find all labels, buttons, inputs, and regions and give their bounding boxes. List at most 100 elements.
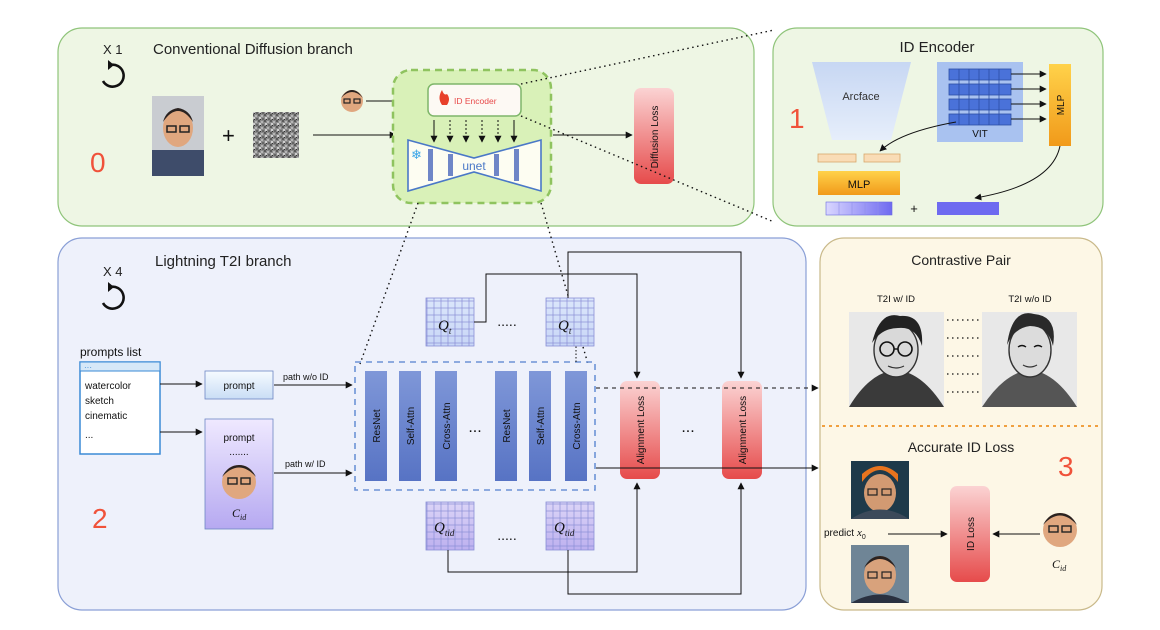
id-loss-label: ID Loss — [966, 517, 977, 551]
noise-image — [253, 112, 299, 158]
q-t-dots: ..... — [497, 313, 516, 329]
zoom-line — [359, 202, 419, 365]
cid-face-right — [1043, 513, 1077, 547]
predicted-image-bottom — [851, 545, 909, 603]
self-attn-block — [529, 371, 551, 481]
block-label: Self-Attn — [536, 407, 547, 445]
q-tid-symbol: Q — [434, 520, 445, 536]
cid-face — [222, 465, 256, 499]
mlp-side-block — [1049, 64, 1071, 146]
vit-to-mlp-arrows — [1011, 70, 1047, 123]
face-photo-input — [152, 96, 204, 176]
t2i-with-id-image — [849, 312, 944, 407]
branch2-title: Lightning T2I branch — [155, 253, 292, 270]
q-t-sub: t — [569, 326, 572, 336]
svg-text:Qt: Qt — [438, 318, 452, 336]
branch3-number: 3 — [1058, 451, 1074, 482]
snowflake-icon: ❄ — [411, 147, 422, 162]
accurate-id-loss-title: Accurate ID Loss — [908, 439, 1015, 455]
arcface-token — [817, 153, 857, 163]
output-token-right — [937, 202, 999, 215]
diffusion-loss-box — [634, 88, 674, 184]
block-label: Self-Attn — [406, 407, 417, 445]
cid-symbol: Cid — [232, 506, 247, 522]
id-encoder-label: ID Encoder — [454, 96, 497, 106]
mlp-bottom-block — [818, 171, 900, 195]
encoder-down-arrows — [430, 120, 518, 143]
output-token-left — [825, 201, 893, 216]
x0-sub: 0 — [862, 534, 866, 541]
path-w-id-label: path w/ ID — [285, 459, 326, 469]
alignment-loss-label: Alignment Loss — [636, 396, 647, 464]
q-tid-matrix-right: Qtid — [545, 501, 595, 551]
repeat-x1: X 1 — [103, 42, 123, 57]
zoom-line — [520, 29, 775, 85]
resnet-block — [365, 371, 387, 481]
vit-label: VIT — [972, 129, 988, 140]
mlp-side-label: MLP — [1056, 94, 1067, 115]
mlp-bottom-label: MLP — [848, 179, 871, 191]
cid-right-sub: id — [1060, 564, 1067, 573]
q-t-matrix-left: Qt — [425, 297, 475, 347]
branch0-title: Conventional Diffusion branch — [153, 41, 353, 58]
prompt-item: ... — [85, 430, 93, 441]
alignment-loss-label: Alignment Loss — [738, 396, 749, 464]
q-t-symbol: Q — [558, 318, 569, 334]
cid-right-letter: C — [1052, 557, 1061, 571]
q-t-sub: t — [449, 326, 452, 336]
id-encoder-box — [427, 83, 522, 117]
small-face-icon — [341, 90, 363, 112]
prompts-list-titlebar — [79, 361, 161, 372]
cid-dots: ....... — [229, 447, 248, 458]
x0-symbol: x — [856, 527, 862, 539]
unet-layer — [428, 149, 433, 181]
branch2-number: 2 — [92, 503, 108, 534]
network-container — [354, 361, 596, 491]
svg-text:Qtid: Qtid — [434, 520, 455, 538]
alignment-loss-box — [620, 381, 660, 479]
contrastive-title: Contrastive Pair — [911, 252, 1011, 268]
cid-symbol-letter: C — [232, 506, 241, 520]
id-encoder-title: ID Encoder — [899, 39, 974, 56]
branch0-number: 0 — [90, 147, 106, 178]
resnet-block — [495, 371, 517, 481]
vit-token — [863, 153, 901, 163]
t2i-without-id-image — [982, 312, 1077, 407]
contrastive-dotted-links — [947, 319, 980, 393]
diffusion-loss-label: Diffusion Loss — [650, 106, 661, 169]
t2i-with-id-label: T2I w/ ID — [877, 294, 915, 305]
unet-layer — [448, 154, 453, 176]
block-label: ResNet — [502, 409, 513, 443]
predicted-image-top — [851, 461, 909, 519]
q-t-matrix-right: Qt — [545, 297, 595, 347]
arcface-block — [812, 62, 911, 140]
refresh-icon — [101, 60, 125, 88]
plus-sign: + — [222, 123, 235, 148]
id-encoder-plus: + — [910, 201, 918, 216]
mlp-to-token-arrow — [974, 145, 1061, 201]
vit-tokens — [948, 68, 1012, 126]
alignment-dots: ... — [681, 419, 694, 436]
alignment-connectors — [447, 251, 819, 595]
blocks-ellipsis: ... — [468, 419, 481, 436]
t2i-without-id-label: T2I w/o ID — [1008, 294, 1051, 305]
refresh-icon — [101, 282, 125, 310]
svg-text:Qtid: Qtid — [554, 520, 575, 538]
cross-attn-block — [565, 371, 587, 481]
block-label: Cross-Attn — [572, 402, 583, 449]
q-tid-matrix-left: Qtid — [425, 501, 475, 551]
unet-outline — [407, 138, 542, 193]
q-tid-symbol: Q — [554, 520, 565, 536]
path-wo-id-label: path w/o ID — [283, 372, 329, 382]
cid-prompt-label: prompt — [223, 433, 254, 444]
q-t-symbol: Q — [438, 318, 449, 334]
unet-label: unet — [462, 159, 486, 173]
zoom-line — [520, 115, 775, 223]
prompt-box — [204, 370, 274, 400]
self-attn-block — [399, 371, 421, 481]
branch1-number: 1 — [789, 103, 805, 134]
arcface-label: Arcface — [842, 91, 879, 103]
block-label: Cross-Attn — [442, 402, 453, 449]
alignment-loss-box — [722, 381, 762, 479]
